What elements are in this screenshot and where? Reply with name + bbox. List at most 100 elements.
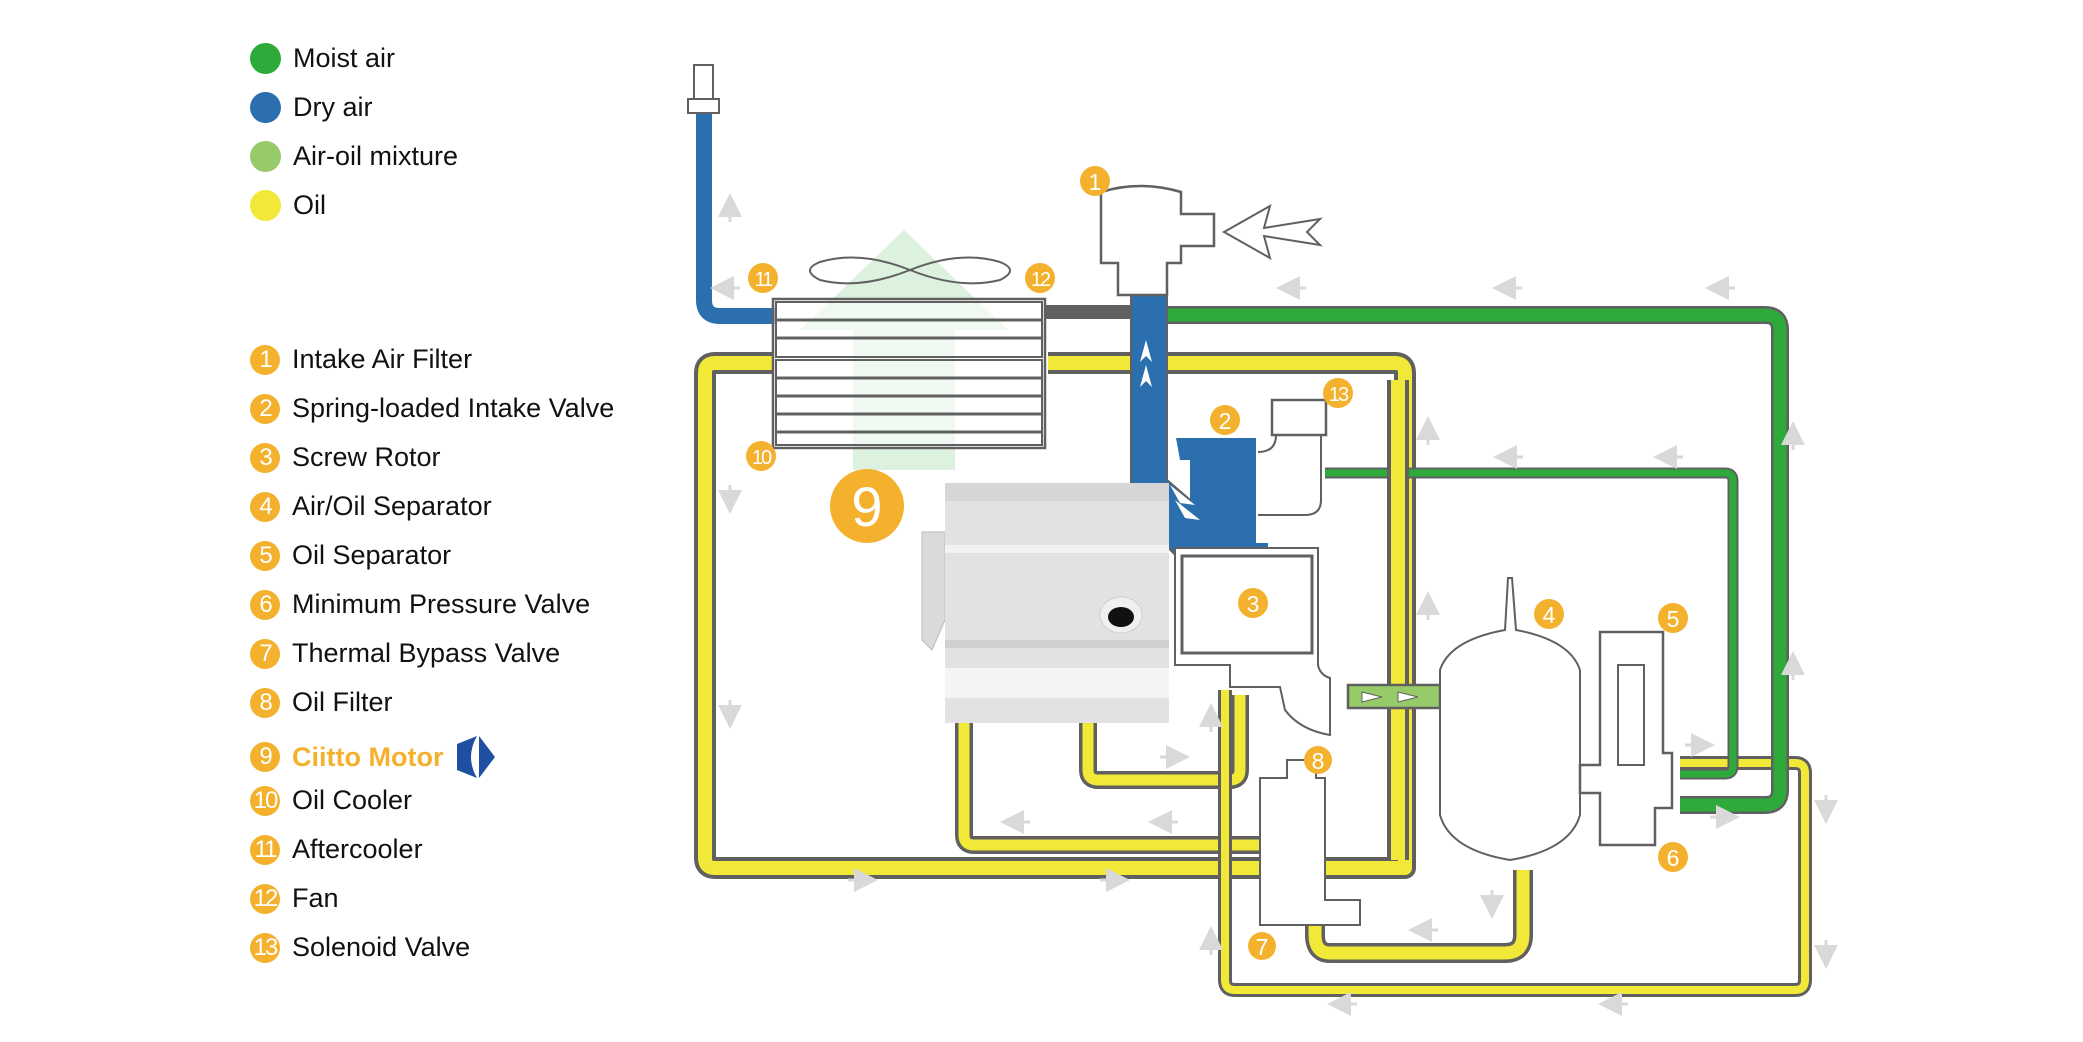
badge-oil-separator: 5: [1658, 603, 1688, 633]
ciitto-logo-icon: [457, 736, 496, 778]
aftercooler-inlet-pipe: [1045, 305, 1130, 319]
svg-text:10: 10: [752, 447, 772, 469]
dry-air-flow-arrow: [1170, 485, 1200, 520]
component-item: 11 Aftercooler: [250, 834, 423, 865]
diagram-badges: 1 2 3 4 5 6 7 8 9 10 11 12 13: [746, 166, 1688, 960]
number-badge: 8: [250, 687, 280, 718]
number-badge: 10: [250, 785, 280, 816]
intake-valve: [1176, 438, 1268, 555]
solenoid-valve: [1270, 398, 1328, 437]
component-label: Minimum Pressure Valve: [292, 589, 591, 619]
badge-motor: 9: [830, 469, 904, 543]
component-item: 4 Air/Oil Separator: [250, 491, 492, 522]
dry-air-flow-arrow: [1140, 340, 1152, 387]
solenoid-line: [1257, 434, 1322, 516]
component-item: 12 Fan: [250, 883, 339, 914]
fan-icon: [809, 256, 1011, 285]
oil-cooler: [775, 359, 1043, 446]
cooler-block: [771, 297, 1047, 450]
badge-min-pressure-valve: 6: [1658, 842, 1688, 872]
flow-direction-arrows: [710, 193, 1838, 1016]
outlet-fitting: [687, 98, 720, 114]
number-badge: 2: [250, 393, 280, 424]
svg-text:1: 1: [1089, 169, 1102, 195]
oil-filter-and-bypass: [1259, 759, 1361, 926]
intake-air-filter: [1099, 184, 1216, 297]
number-badge: 5: [250, 540, 280, 571]
svg-text:4: 4: [1543, 602, 1556, 628]
oil-separator-element: [1617, 664, 1645, 766]
component-label: Air/Oil Separator: [292, 491, 492, 521]
badge-air-oil-separator: 4: [1534, 599, 1564, 629]
badge-thermal-bypass: 7: [1248, 932, 1276, 960]
component-item: 8 Oil Filter: [250, 687, 393, 718]
legend-label: Oil: [293, 190, 326, 220]
oil-swatch-icon: [250, 190, 281, 221]
legend-item-dry-air: Dry air: [250, 92, 373, 123]
number-badge: 12: [250, 883, 280, 914]
component-item: 5 Oil Separator: [250, 540, 451, 571]
air-oil-separator: [1439, 577, 1581, 862]
number-badge: 1: [250, 344, 280, 375]
svg-text:5: 5: [1667, 606, 1680, 632]
number-badge: 11: [250, 834, 280, 865]
badge-intake-air-filter: 1: [1080, 166, 1110, 196]
svg-text:11: 11: [755, 269, 774, 291]
dry-air-pipe: [696, 113, 775, 324]
component-label: Intake Air Filter: [292, 344, 473, 374]
oil-pipes: [694, 352, 1812, 997]
component-label: Fan: [292, 883, 339, 913]
number-badge: 3: [250, 442, 280, 473]
badge-oil-cooler: 10: [746, 441, 776, 471]
component-label: Screw Rotor: [292, 442, 441, 472]
badge-solenoid-valve: 13: [1323, 378, 1353, 408]
mixture-flow-arrow: [1361, 691, 1419, 703]
svg-text:3: 3: [1247, 591, 1260, 617]
number-badge: 9: [250, 742, 280, 772]
number-badge: 4: [250, 491, 280, 522]
svg-text:8: 8: [1312, 748, 1325, 774]
moist-air-pipes: [1165, 306, 1789, 814]
number-badge: 7: [250, 638, 280, 669]
component-label: Spring-loaded Intake Valve: [292, 393, 615, 423]
component-item: 1 Intake Air Filter: [250, 344, 472, 375]
component-item: 10 Oil Cooler: [250, 785, 412, 816]
moist-air-swatch-icon: [250, 43, 281, 74]
legend-label: Air-oil mixture: [293, 141, 459, 171]
air-oil-mixture-swatch-icon: [250, 141, 281, 172]
intake-arrow-icon: [1221, 203, 1323, 261]
component-label: Ciitto Motor: [292, 741, 444, 772]
badge-screw-rotor: 3: [1238, 588, 1268, 618]
motor: [921, 483, 1169, 723]
component-label: Oil Separator: [292, 540, 452, 570]
component-item-highlighted: 9 Ciitto Motor: [250, 736, 497, 778]
component-label: Thermal Bypass Valve: [292, 638, 561, 668]
outlet-cap: [693, 64, 714, 100]
component-item: 13 Solenoid Valve: [250, 932, 470, 963]
svg-text:7: 7: [1256, 934, 1269, 960]
component-item: 2 Spring-loaded Intake Valve: [250, 393, 614, 424]
svg-text:12: 12: [1031, 269, 1051, 291]
dry-air-swatch-icon: [250, 92, 281, 123]
component-label: Oil Cooler: [292, 785, 413, 815]
badge-intake-valve: 2: [1210, 405, 1240, 435]
number-badge: 13: [250, 932, 280, 963]
component-label: Oil Filter: [292, 687, 393, 717]
component-item: 3 Screw Rotor: [250, 442, 441, 473]
badge-fan: 12: [1025, 263, 1055, 293]
legend-item-moist-air: Moist air: [250, 43, 395, 74]
badge-oil-filter: 8: [1304, 746, 1332, 774]
svg-text:9: 9: [851, 475, 882, 538]
component-label: Aftercooler: [292, 834, 423, 864]
legend-label: Dry air: [293, 92, 373, 122]
component-label: Solenoid Valve: [292, 932, 471, 962]
legend-item-air-oil-mixture: Air-oil mixture: [250, 141, 458, 172]
legend-item-oil: Oil: [250, 190, 326, 221]
legend-label: Moist air: [293, 43, 396, 73]
svg-text:2: 2: [1219, 408, 1232, 434]
badge-aftercooler: 11: [748, 263, 778, 293]
svg-text:13: 13: [1329, 384, 1349, 406]
svg-text:6: 6: [1667, 845, 1680, 871]
